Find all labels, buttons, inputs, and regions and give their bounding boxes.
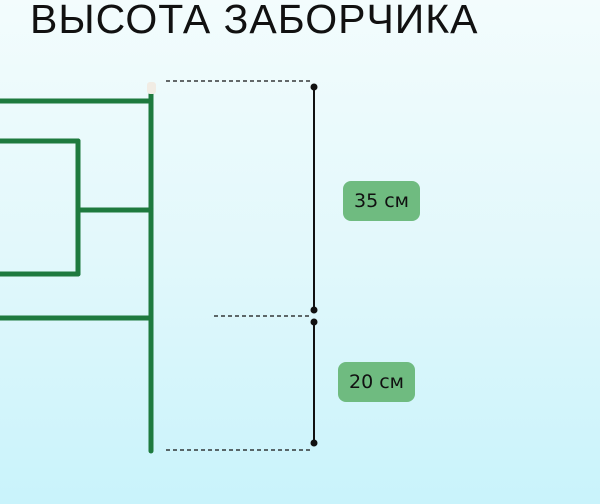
dimension-lines — [166, 80, 312, 451]
dimension-dot — [310, 318, 318, 326]
upper-height-badge: 35 см — [343, 181, 420, 221]
fence-post-cap — [147, 82, 156, 94]
lower-height-label: 20 см — [349, 371, 404, 393]
page-title: ВЫСОТА ЗАБОРЧИКА — [30, 0, 479, 42]
dimension-dot — [310, 83, 318, 91]
lower-height-badge: 20 см — [338, 362, 415, 402]
dimension-dot — [310, 306, 318, 314]
upper-height-label: 35 см — [354, 190, 409, 212]
fence — [0, 89, 154, 454]
dimension-dot — [310, 439, 318, 447]
